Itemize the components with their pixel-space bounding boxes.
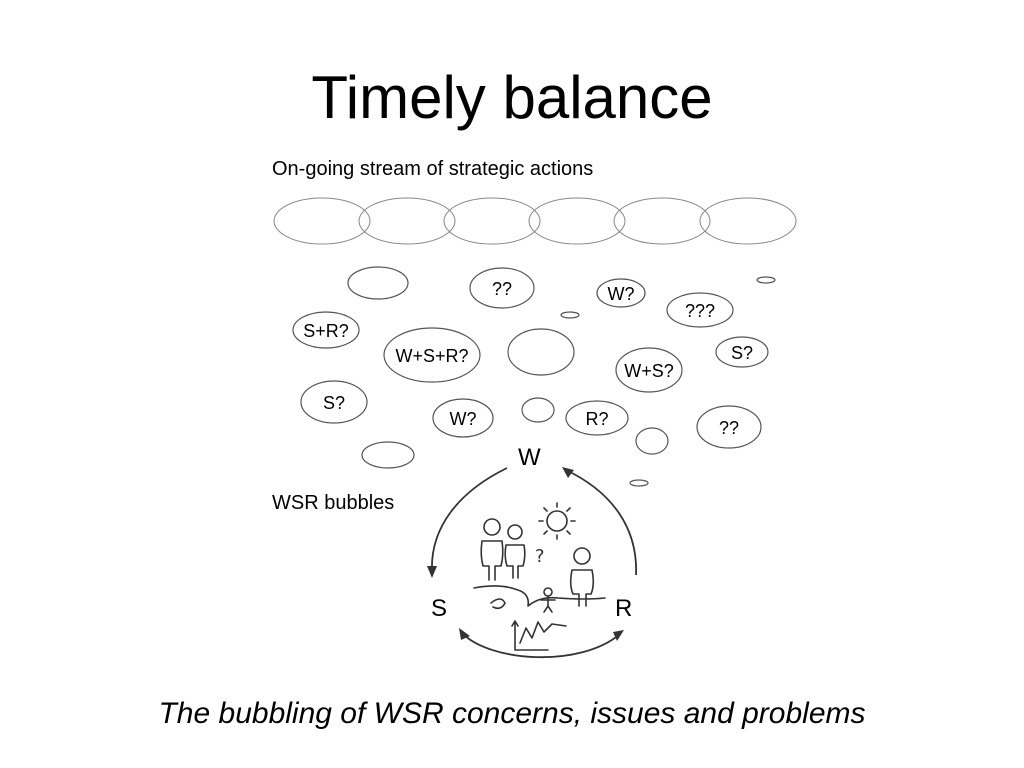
bubble-label: S+R?: [303, 321, 349, 341]
empty-bubbles: [347, 266, 776, 487]
person-figure-icon: [569, 547, 595, 607]
cycle-label-r: R: [615, 595, 633, 622]
bubble-label: S?: [323, 393, 345, 413]
bubble-label: W?: [450, 409, 477, 429]
arrowhead-icon: [562, 467, 574, 478]
slide-title: Timely balance: [311, 64, 713, 131]
bubble-label: W?: [608, 284, 635, 304]
empty-bubble: [347, 266, 409, 300]
bubble-label: ??: [492, 279, 512, 299]
bubble-label: S?: [731, 343, 753, 363]
bubble-label: ??: [719, 418, 739, 438]
empty-bubble: [361, 441, 415, 469]
bubble: ???: [666, 292, 734, 328]
wsr-bubbles-label: WSR bubbles: [272, 492, 395, 514]
bubble: ??: [469, 267, 535, 309]
stream-ellipse: [613, 197, 711, 245]
arrowhead-icon: [613, 630, 624, 641]
empty-bubble: [756, 276, 776, 284]
bubble: ??: [696, 405, 762, 449]
bubble: W?: [596, 278, 646, 308]
sun-icon: [538, 502, 576, 540]
bubble-label: W+S?: [624, 361, 674, 381]
stream-label: On-going stream of strategic actions: [272, 158, 594, 180]
bubble: S+R?: [292, 311, 360, 349]
empty-bubble: [560, 311, 580, 319]
arrowhead-icon: [427, 566, 437, 578]
arrow-r-to-w: [565, 469, 637, 576]
bubble: R?: [565, 400, 629, 436]
stream-ellipse: [528, 197, 626, 245]
stream-ellipse: [443, 197, 541, 245]
arrowhead-icon: [459, 628, 470, 640]
stream-ellipse: [699, 197, 797, 245]
bubble: W+S?: [615, 347, 683, 393]
mini-chart-icon: [511, 620, 567, 651]
path-sketch: [473, 585, 606, 607]
child-figure-icon: [540, 587, 556, 613]
bubble-label: R?: [585, 409, 608, 429]
stream-ellipse: [358, 197, 456, 245]
empty-bubble: [507, 328, 575, 376]
bubble: S?: [300, 380, 368, 424]
question-mark-icon: ?: [535, 546, 545, 567]
wsr-cycle-arrows: [427, 467, 637, 659]
bubble: W+S+R?: [383, 327, 481, 383]
arrow-w-to-s: [431, 467, 508, 573]
cycle-label-w: W: [518, 444, 541, 471]
squiggle-sketch: [490, 598, 506, 610]
empty-bubble: [629, 479, 649, 487]
bubble: W?: [432, 398, 494, 438]
bubble-label: W+S+R?: [395, 346, 468, 366]
empty-bubble: [521, 397, 555, 423]
labeled-bubbles: ?? W? ??? S+R? W+S+R? S?: [292, 267, 769, 449]
arrow-s-to-r: [461, 632, 621, 659]
empty-bubble: [635, 427, 669, 455]
bubble-label: ???: [685, 301, 715, 321]
people-figures-icon: [480, 518, 526, 581]
strategic-actions-stream: [273, 197, 797, 245]
wsr-sketch-illustration: ?: [473, 502, 606, 651]
slide-caption: The bubbling of WSR concerns, issues and…: [158, 697, 866, 730]
cycle-label-s: S: [431, 595, 448, 622]
bubble: S?: [715, 336, 769, 368]
stream-ellipse: [273, 197, 371, 245]
